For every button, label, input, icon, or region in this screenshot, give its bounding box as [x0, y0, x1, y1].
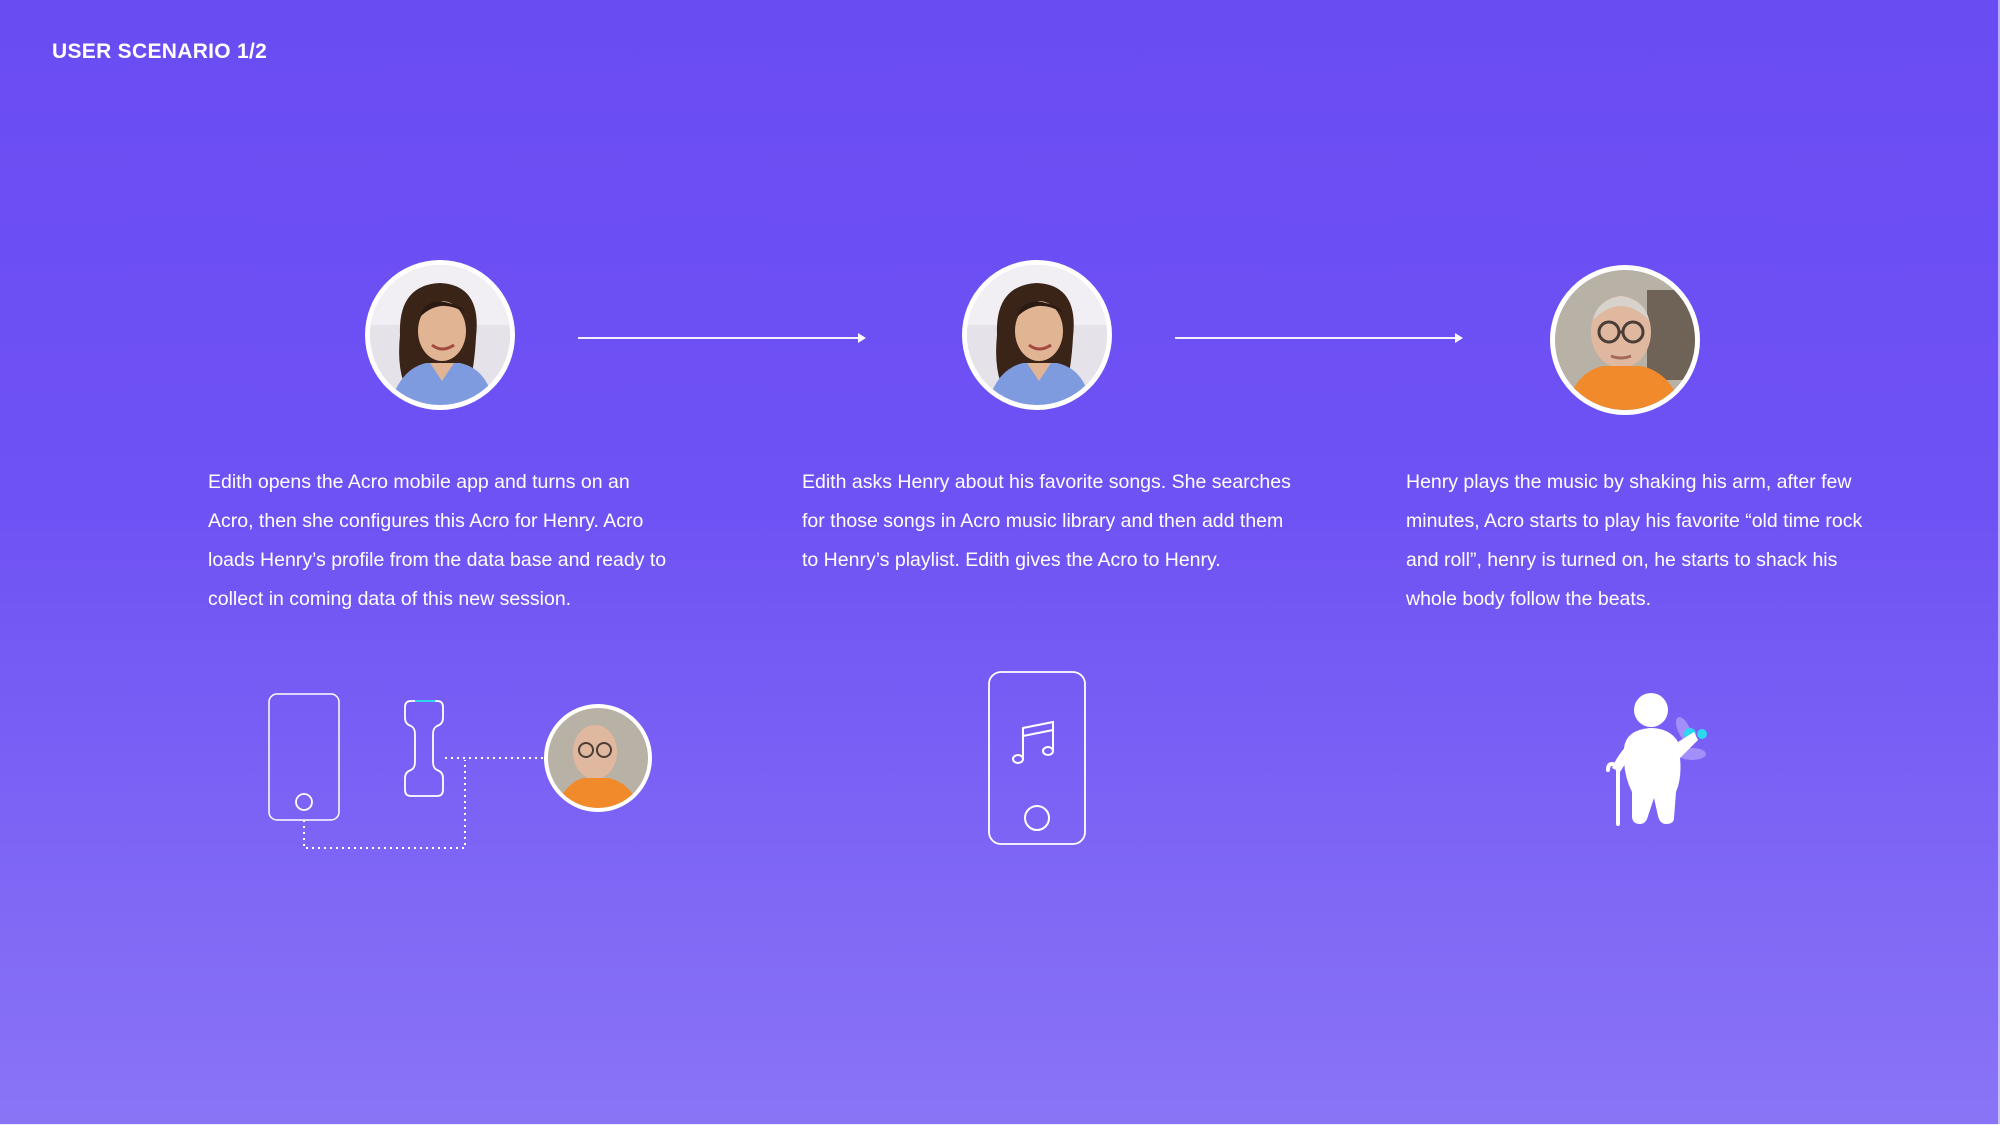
- flow-arrow-2: [1175, 333, 1463, 343]
- right-edge: [1998, 0, 2000, 1125]
- step-3-description: Henry plays the music by shaking his arm…: [1406, 471, 1863, 610]
- elderly-man-with-cane-icon: [1606, 693, 1707, 826]
- acro-device-icon: [404, 700, 444, 797]
- phone-outline-icon: [988, 671, 1086, 845]
- phone-music-illustration: [985, 668, 1091, 848]
- phone-home-button-icon: [1024, 805, 1050, 831]
- henry-avatar-step-3: [1550, 265, 1700, 415]
- elderly-man-shaking-illustration: [1598, 688, 1718, 828]
- edith-avatar-step-1: [365, 260, 515, 410]
- phone-acro-device-henry-illustration: [265, 690, 665, 860]
- phone-outline-icon: [268, 693, 340, 821]
- slide-title: USER SCENARIO 1/2: [52, 40, 268, 63]
- step-2-description: Edith asks Henry about his favorite song…: [802, 471, 1291, 571]
- henry-small-avatar: [544, 704, 652, 812]
- step-1-description: Edith opens the Acro mobile app and turn…: [208, 471, 667, 610]
- flow-arrow-1: [578, 333, 866, 343]
- music-note-icon: [1012, 720, 1054, 764]
- phone-home-button-icon: [295, 793, 313, 811]
- edith-avatar-step-2: [962, 260, 1112, 410]
